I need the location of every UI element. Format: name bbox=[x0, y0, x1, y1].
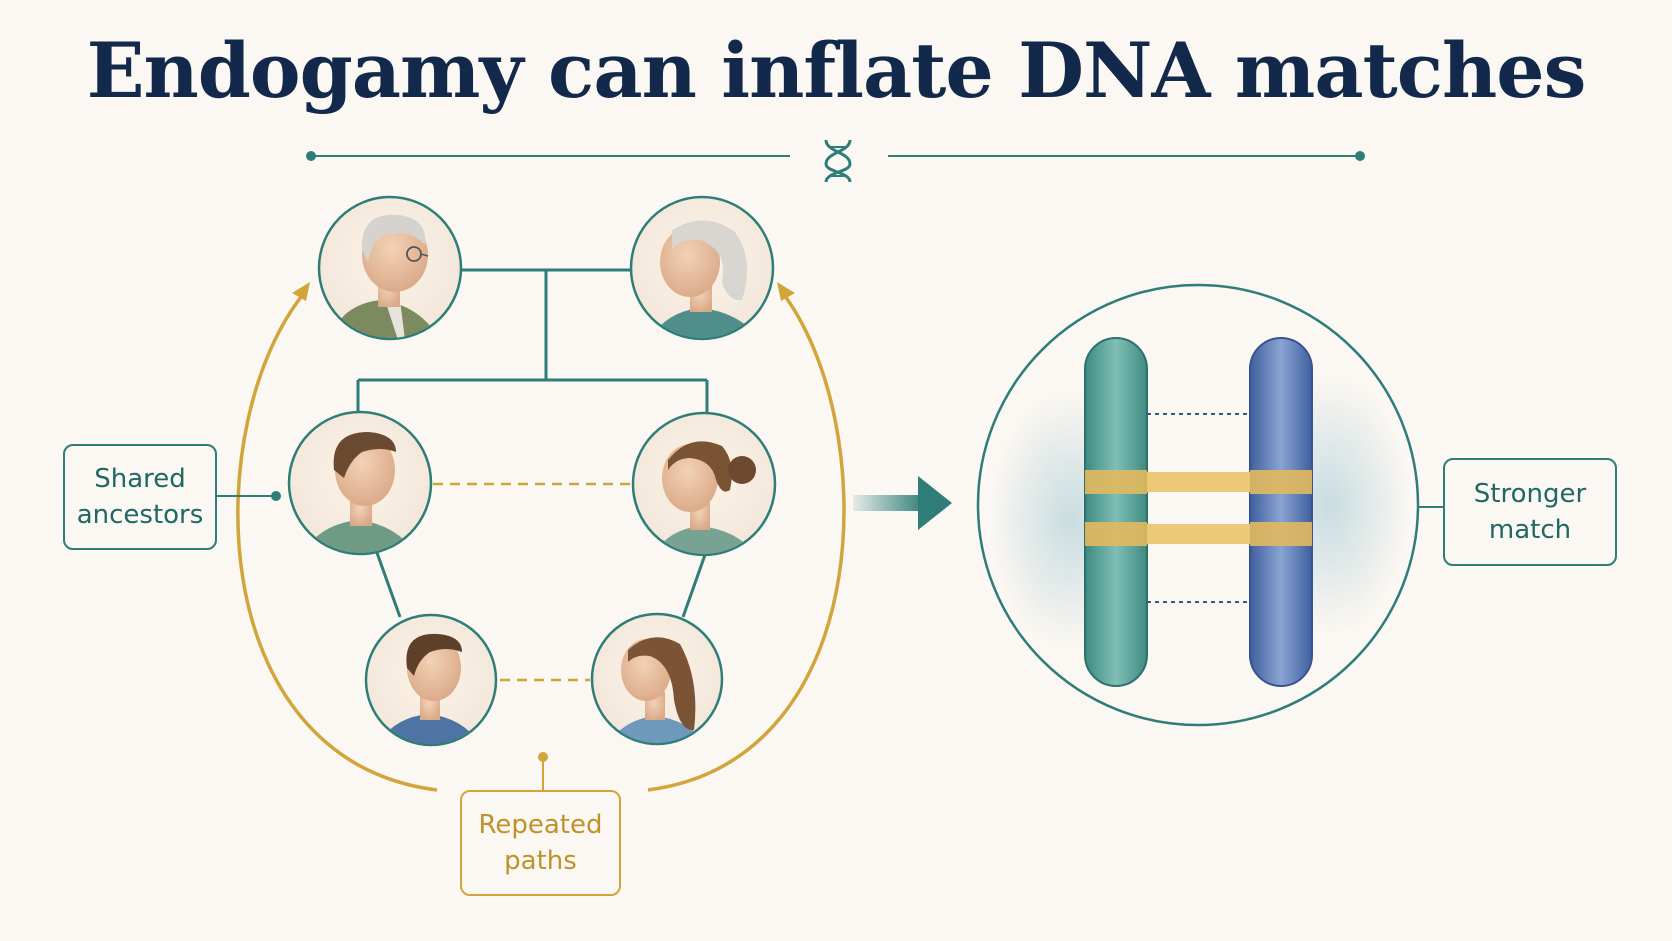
dna-icon bbox=[824, 139, 852, 183]
right-arrow-icon bbox=[853, 476, 952, 530]
young-man-portrait bbox=[364, 613, 498, 747]
matching-segments bbox=[1085, 470, 1312, 546]
family-tree-lines bbox=[356, 268, 709, 618]
left-chromosome bbox=[1084, 337, 1148, 687]
shared-ancestors-label: Shared ancestors bbox=[63, 444, 217, 550]
page-title: Endogamy can inflate DNA matches bbox=[86, 26, 1587, 115]
older-woman-portrait bbox=[629, 195, 775, 341]
repeated-paths-label: Repeated paths bbox=[460, 790, 621, 896]
repeated-paths-connector bbox=[538, 752, 548, 790]
chromosome-comparison bbox=[976, 283, 1420, 727]
man-portrait bbox=[287, 410, 433, 556]
repeated-path-arcs bbox=[236, 290, 846, 792]
shared-ancestors-connector bbox=[216, 491, 281, 501]
woman-portrait bbox=[631, 411, 777, 557]
older-man-portrait bbox=[317, 195, 463, 341]
arrowhead-icon-right bbox=[777, 282, 795, 301]
right-chromosome bbox=[1249, 337, 1313, 687]
stronger-match-label: Stronger match bbox=[1443, 458, 1617, 566]
title-divider bbox=[306, 151, 1365, 161]
arrowhead-icon-left bbox=[292, 282, 310, 301]
young-woman-portrait bbox=[590, 612, 724, 746]
dashed-partner-links bbox=[433, 482, 633, 682]
segment-link-lines bbox=[1147, 413, 1250, 603]
